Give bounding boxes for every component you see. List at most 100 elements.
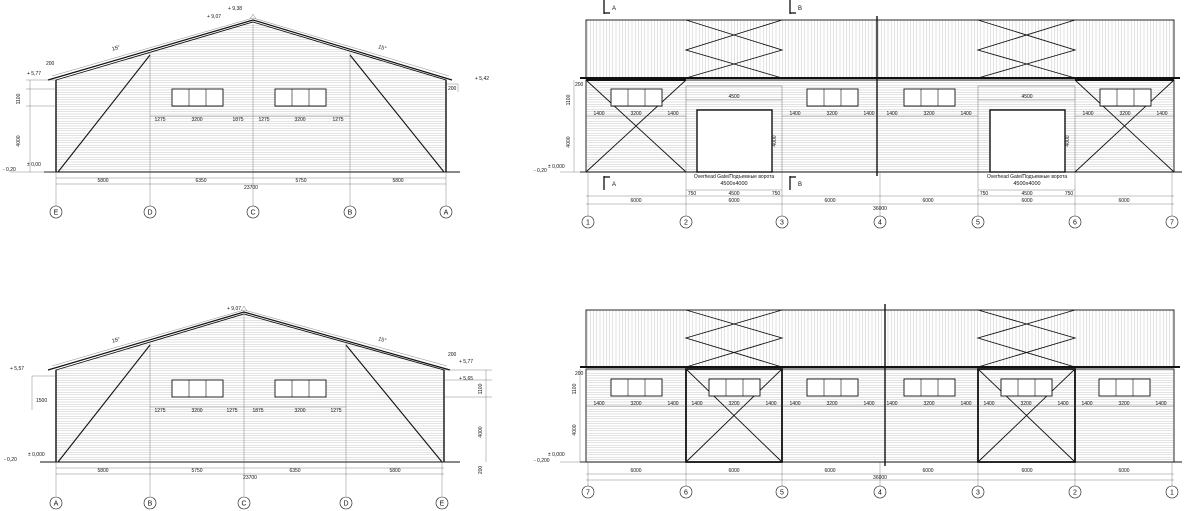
window bbox=[1098, 378, 1151, 397]
gate-label: Overhead Gate/Подъемные ворота bbox=[694, 174, 775, 180]
axis-label: A bbox=[444, 210, 449, 217]
edge-dim: 200 bbox=[46, 61, 55, 67]
span-dim: 6000 bbox=[630, 468, 641, 474]
span-dim: 6000 bbox=[1118, 198, 1129, 204]
edge-dim: 1100 bbox=[16, 93, 22, 104]
elevation-gable-top-left: + 9,38 + 9,07 + 5,77 + 5,42 ± 0,00 - 0,2… bbox=[3, 6, 489, 219]
segment-dim: 1400 bbox=[1081, 401, 1092, 407]
window-dim: 3200 bbox=[294, 117, 305, 123]
segment-dim: 3200 bbox=[923, 401, 934, 407]
span-dim: 6000 bbox=[728, 468, 739, 474]
segment-dim: 1400 bbox=[765, 401, 776, 407]
edge-dim: 200 bbox=[575, 371, 584, 377]
window-dim: 1875 bbox=[232, 117, 243, 123]
window-dim: 1275 bbox=[332, 117, 343, 123]
eave-level-right-sub: + 5,65 bbox=[459, 376, 473, 382]
segment-dim: 1400 bbox=[1156, 111, 1167, 117]
roof-slope-right: 15° bbox=[377, 44, 387, 52]
edge-dim: 200 bbox=[478, 466, 484, 475]
edge-dim: 4000 bbox=[572, 424, 578, 435]
segment-dim: 3200 bbox=[826, 401, 837, 407]
axis-label: C bbox=[241, 501, 246, 508]
window-dim: 1275 bbox=[154, 117, 165, 123]
window-dim: 3200 bbox=[191, 408, 202, 414]
door-dim: 4500 bbox=[1021, 94, 1032, 100]
ground-level: ± 0,000 bbox=[28, 452, 45, 458]
gate-size: 4500x4000 bbox=[1013, 181, 1040, 187]
window-dim: 1275 bbox=[258, 117, 269, 123]
segment-dim: 3200 bbox=[728, 401, 739, 407]
door-dim: 4500 bbox=[728, 94, 739, 100]
elevation-gable-bottom-left: + 9,07 + 5,57 + 5,77 + 5,65 ± 0,000 - 0,… bbox=[4, 305, 492, 510]
segment-dim: 3200 bbox=[1020, 401, 1031, 407]
segment-dim: 3200 bbox=[923, 111, 934, 117]
section-mark: A bbox=[612, 6, 616, 12]
below-ground-level: - 0,20 bbox=[534, 168, 547, 174]
segment-dim: 1400 bbox=[863, 401, 874, 407]
segment-dim: 1400 bbox=[983, 401, 994, 407]
eave-level-right: + 5,77 bbox=[459, 359, 473, 365]
span-dim: 6000 bbox=[1118, 468, 1129, 474]
segment-dim: 1400 bbox=[960, 111, 971, 117]
window bbox=[806, 88, 859, 107]
axis-label: 2 bbox=[1073, 490, 1077, 497]
section-mark: A bbox=[612, 182, 616, 188]
overhead-gate bbox=[685, 85, 783, 173]
window bbox=[171, 88, 224, 107]
segment-dim: 3200 bbox=[1119, 111, 1130, 117]
gate-offset: 750 bbox=[1065, 191, 1074, 197]
span-dim: 6000 bbox=[728, 198, 739, 204]
segment-dim: 1400 bbox=[1082, 111, 1093, 117]
ground-level: ± 0,000 bbox=[548, 164, 565, 170]
ridge-level-sub: + 9,07 bbox=[207, 14, 221, 20]
axis-label: B bbox=[348, 210, 353, 217]
axis-label: E bbox=[440, 501, 445, 508]
span-dim: 6000 bbox=[1021, 198, 1032, 204]
window-dim: 1275 bbox=[226, 408, 237, 414]
axis-label: 1 bbox=[1170, 490, 1174, 497]
eave-level-left: + 5,77 bbox=[27, 71, 41, 77]
elevation-long-bottom-right: ± 0,000 - 0,200 200 1100 4000 1400 3200 … bbox=[534, 304, 1182, 499]
edge-dim: 1100 bbox=[572, 383, 578, 394]
segment-dim: 1400 bbox=[593, 401, 604, 407]
below-ground-level: - 0,20 bbox=[4, 457, 17, 463]
total-dim: 23700 bbox=[243, 475, 257, 481]
roof-slope-left: 15° bbox=[111, 45, 121, 53]
span-dim: 5750 bbox=[191, 468, 202, 474]
span-dim: 6000 bbox=[824, 198, 835, 204]
gate-offset: 750 bbox=[980, 191, 989, 197]
axis-label: 6 bbox=[684, 490, 688, 497]
span-dim: 5800 bbox=[389, 468, 400, 474]
axis-label: 5 bbox=[976, 220, 980, 227]
edge-dim: 200 bbox=[448, 352, 457, 358]
edge-dim: 4000 bbox=[566, 136, 572, 147]
span-dim: 6000 bbox=[630, 198, 641, 204]
window bbox=[708, 378, 761, 397]
axis-label: D bbox=[343, 501, 348, 508]
gate-offset: 750 bbox=[688, 191, 697, 197]
section-mark: B bbox=[798, 6, 802, 12]
eave-level-right: + 5,42 bbox=[475, 76, 489, 82]
door-height: 4000 bbox=[1065, 135, 1071, 146]
edge-dim: 1100 bbox=[566, 94, 572, 105]
gate-offset: 4500 bbox=[1021, 191, 1032, 197]
axis-label: 3 bbox=[976, 490, 980, 497]
segment-dim: 1400 bbox=[667, 401, 678, 407]
total-dim: 23700 bbox=[244, 185, 258, 191]
segment-dim: 3200 bbox=[1118, 401, 1129, 407]
ground-level: ± 0,00 bbox=[27, 162, 41, 168]
ridge-level: + 9,07 bbox=[227, 306, 241, 312]
span-dim: 6000 bbox=[922, 198, 933, 204]
edge-dim: 1100 bbox=[478, 383, 484, 394]
window-dim: 3200 bbox=[191, 117, 202, 123]
segment-dim: 3200 bbox=[630, 401, 641, 407]
axis-label: 5 bbox=[780, 490, 784, 497]
axis-label: E bbox=[54, 210, 59, 217]
axis-label: D bbox=[147, 210, 152, 217]
axis-markers: A B C D E bbox=[49, 462, 449, 510]
edge-dim: 1500 bbox=[36, 398, 47, 404]
span-dim: 5800 bbox=[392, 178, 403, 184]
window bbox=[1000, 378, 1053, 397]
segment-dim: 1400 bbox=[886, 401, 897, 407]
axis-markers: 7 6 5 4 3 2 1 bbox=[581, 462, 1179, 499]
